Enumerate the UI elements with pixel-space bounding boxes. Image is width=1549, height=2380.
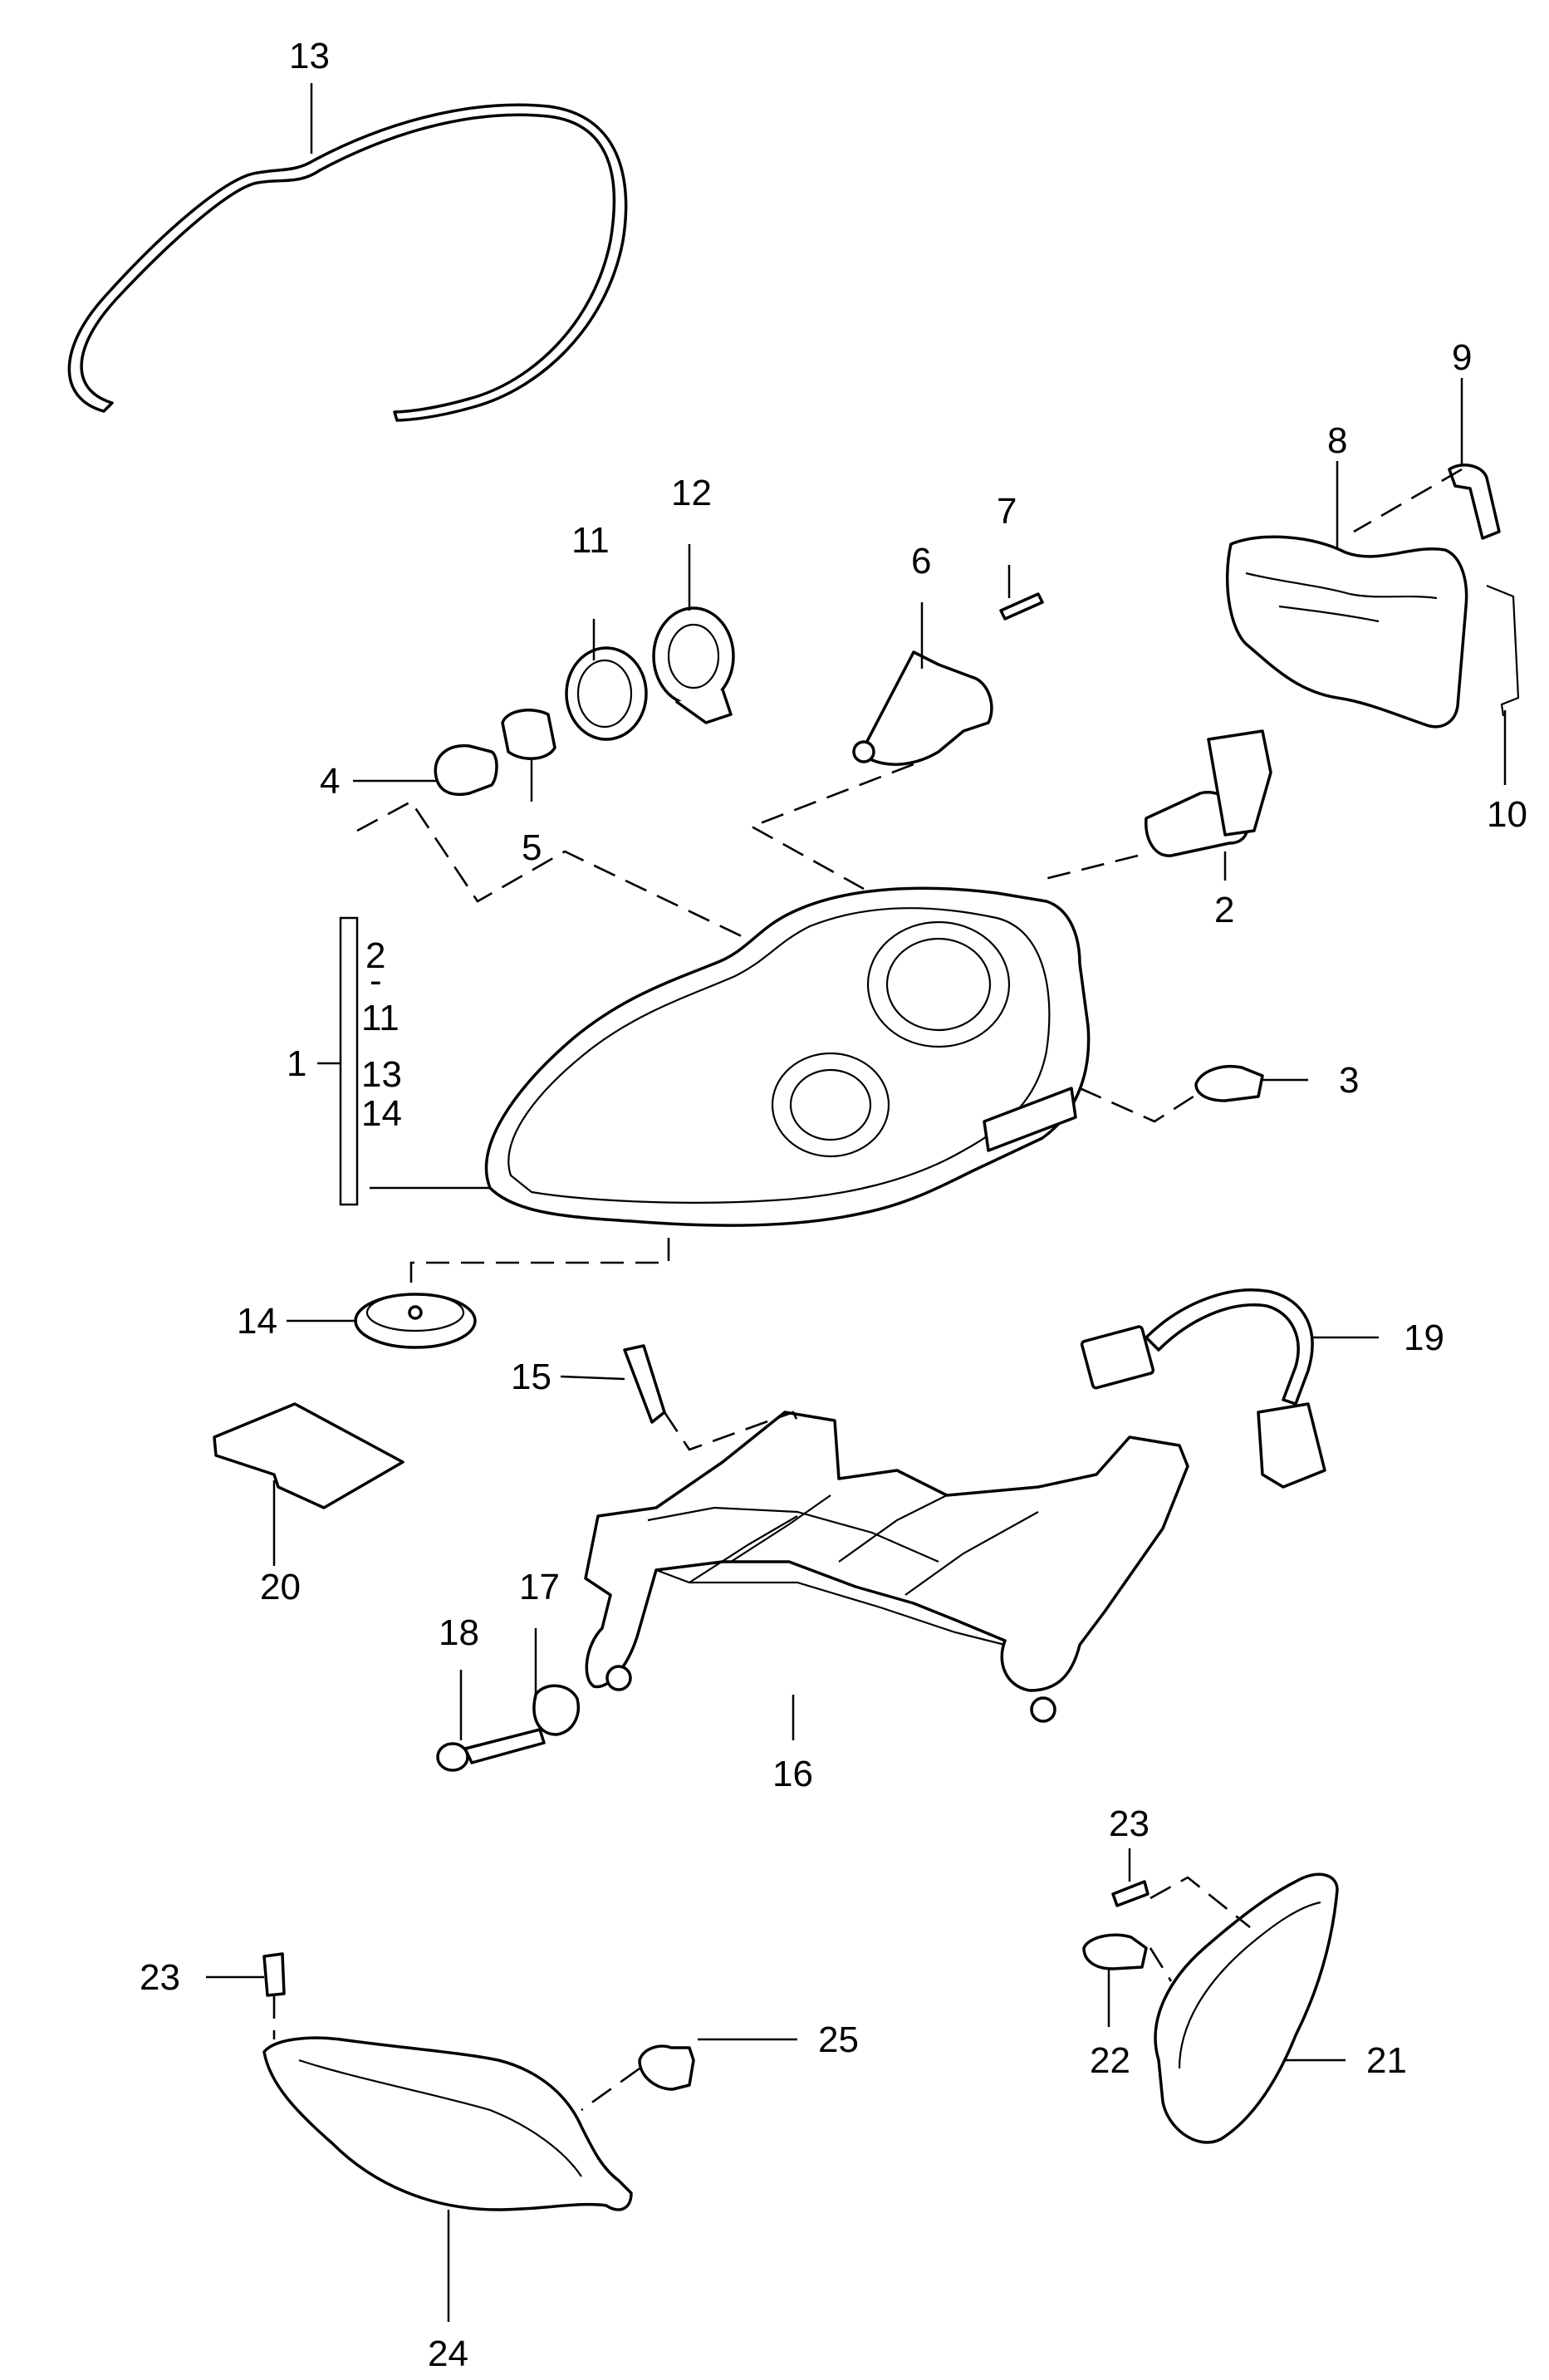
callout-11: 11 xyxy=(571,520,610,561)
part-23-screw-left xyxy=(262,1952,286,1997)
part-18-bolt xyxy=(436,1728,546,1772)
part-13-seal xyxy=(67,103,628,422)
bracket-item-14: 14 xyxy=(361,1093,402,1134)
callout-6: 6 xyxy=(911,541,931,582)
callout-1: 1 xyxy=(287,1043,306,1084)
callout-2: 2 xyxy=(1214,890,1234,930)
bracket-item-13: 13 xyxy=(361,1054,402,1095)
callout-7: 7 xyxy=(997,491,1017,532)
part-5-socket xyxy=(501,709,556,760)
callout-14: 14 xyxy=(237,1301,277,1342)
callout-labels: 13 9 8 12 11 7 6 4 5 10 2 3 1 2 - 11 13 … xyxy=(140,36,1527,2374)
callout-23-right: 23 xyxy=(1109,1803,1149,1844)
part-17-grommet xyxy=(532,1684,580,1736)
leader-lines xyxy=(206,83,1507,2322)
part-6-adjuster xyxy=(852,650,993,766)
part-21-side-lamp xyxy=(1154,1872,1339,2144)
callout-12: 12 xyxy=(671,473,712,513)
part-2-bulb xyxy=(1145,729,1272,857)
part-16-bracket xyxy=(584,1411,1189,1723)
part-14-cap xyxy=(354,1293,477,1349)
callout-24: 24 xyxy=(428,2333,468,2374)
callout-16: 16 xyxy=(772,1754,813,1794)
callout-21: 21 xyxy=(1366,2040,1407,2081)
part-25-fog-bulb xyxy=(638,2044,695,2091)
bracket-item-2: 2 xyxy=(365,935,385,976)
callout-9: 9 xyxy=(1452,337,1472,378)
part-3-bulb xyxy=(1194,1065,1264,1102)
part-22-bulb xyxy=(1082,1933,1148,1970)
part-9-hose xyxy=(1448,464,1501,540)
part-1-headlight xyxy=(484,886,1091,1227)
part-8-cap xyxy=(1226,535,1468,729)
callout-23-left: 23 xyxy=(140,1957,180,1998)
callout-3: 3 xyxy=(1339,1060,1359,1101)
callout-4: 4 xyxy=(320,761,340,802)
assembly-dashed-lines xyxy=(272,468,1463,2112)
callout-8: 8 xyxy=(1327,420,1347,461)
part-12-cap xyxy=(652,606,735,724)
part-15-pin xyxy=(623,1344,666,1424)
part-10-clip xyxy=(1486,584,1520,717)
callout-18: 18 xyxy=(439,1612,479,1653)
bracket-item-dash: - xyxy=(370,960,382,1001)
part-7-screw xyxy=(999,592,1044,621)
callout-10: 10 xyxy=(1487,794,1527,835)
callout-22: 22 xyxy=(1090,2040,1130,2081)
part-19-harness xyxy=(1080,1288,1326,1489)
callout-25: 25 xyxy=(818,2019,859,2060)
callout-20: 20 xyxy=(260,1567,301,1607)
part-20-label xyxy=(213,1402,404,1509)
part-4-bulb xyxy=(434,743,498,796)
callout-13: 13 xyxy=(289,36,330,76)
part-24-fog-lamp xyxy=(262,2036,633,2211)
callout-15: 15 xyxy=(511,1357,551,1397)
part-11-ring xyxy=(565,646,648,741)
part-23-screw-right xyxy=(1111,1880,1149,1907)
bracket-item-11: 11 xyxy=(361,998,400,1038)
callout-17: 17 xyxy=(519,1567,560,1607)
callout-19: 19 xyxy=(1404,1318,1444,1358)
callout-5: 5 xyxy=(522,827,542,868)
